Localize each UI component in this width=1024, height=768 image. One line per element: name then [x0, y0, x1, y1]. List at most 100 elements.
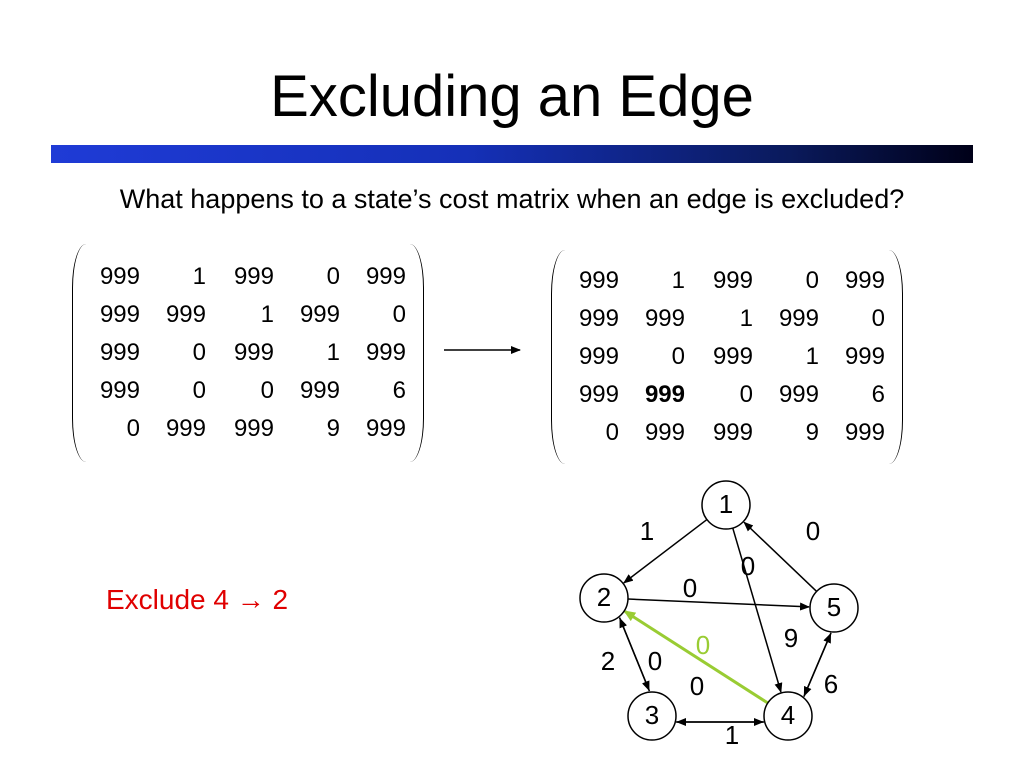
- matrix-cell: 999: [99, 377, 140, 404]
- matrix-row: 999 0 0 999 6: [88, 372, 406, 410]
- slide-subtitle: What happens to a state’s cost matrix wh…: [119, 184, 905, 214]
- matrix-row: 999 999 0 999 6: [567, 376, 885, 414]
- matrix-cell: 0: [671, 343, 685, 370]
- matrix-cell: 999: [365, 263, 406, 290]
- matrix-cell: 1: [739, 305, 753, 332]
- matrix-cell: 1: [326, 339, 340, 366]
- edge-weight-label: 0: [741, 551, 755, 581]
- matrix-cell: 999: [712, 419, 753, 446]
- matrix-row: 999 1 999 0 999: [88, 258, 406, 296]
- matrix-row: 999 999 1 999 0: [567, 300, 885, 338]
- matrix-cell: 1: [805, 343, 819, 370]
- matrix-cell: 999: [99, 263, 140, 290]
- matrix-cell: 9: [805, 419, 819, 446]
- edge-weight-label: 0: [696, 630, 710, 660]
- edge-3-to-2: [619, 617, 651, 692]
- matrix-cell: 0: [326, 263, 340, 290]
- graph-node-4: [763, 691, 813, 741]
- graph-node-2: [579, 573, 629, 623]
- edge-weight-label: 6: [824, 669, 838, 699]
- matrix-cell: 999: [578, 305, 619, 332]
- matrix-cell: 999: [778, 305, 819, 332]
- matrix-cell: 999: [778, 381, 819, 408]
- node-label: 5: [827, 592, 841, 622]
- matrix-cell: 999: [844, 419, 885, 446]
- matrix-cell: 999: [644, 381, 685, 408]
- matrix-cell: 0: [392, 301, 406, 328]
- matrix-cell: 999: [844, 267, 885, 294]
- edge-weight-label: 1: [640, 516, 654, 546]
- matrix-cell: 999: [578, 381, 619, 408]
- node-label: 3: [645, 700, 659, 730]
- matrix-row: 999 1 999 0 999: [567, 262, 885, 300]
- matrix-cell: 999: [578, 267, 619, 294]
- matrix-cell: 0: [871, 305, 885, 332]
- graph-node-3: [627, 691, 677, 741]
- exclude-edge-label: Exclude 4 → 2: [106, 584, 289, 615]
- matrix-cell: 999: [365, 415, 406, 442]
- matrix-cell: 999: [712, 343, 753, 370]
- matrix-cell: 999: [578, 343, 619, 370]
- title-underline-bar: [51, 145, 973, 163]
- matrix-cell: 0: [192, 377, 206, 404]
- matrix-cell: 1: [671, 267, 685, 294]
- matrix-left-bracket: [551, 250, 565, 464]
- matrix-cell: 0: [192, 339, 206, 366]
- matrix-row: 999 999 1 999 0: [88, 296, 406, 334]
- edge-weight-label: 1: [725, 720, 739, 750]
- matrix-cell: 999: [365, 339, 406, 366]
- matrix-right-bracket: [889, 250, 903, 464]
- node-label: 2: [597, 582, 611, 612]
- matrix-cell: 6: [871, 381, 885, 408]
- matrix-cell: 999: [233, 263, 274, 290]
- matrix-cell: 999: [712, 267, 753, 294]
- matrix-cell: 999: [165, 415, 206, 442]
- graph-node-5: [809, 583, 859, 633]
- edge-4-to-5: [803, 632, 832, 697]
- node-label: 4: [781, 700, 795, 730]
- matrix-cell: 999: [165, 301, 206, 328]
- matrix-cell: 0: [605, 419, 619, 446]
- excluded-edge-4-to-2: [623, 610, 769, 705]
- cost-matrix-after: 999 1 999 0 999 999 999 1 999 0 999 0 999 1 999 999 999 0…: [551, 250, 903, 464]
- matrix-cell: 999: [99, 301, 140, 328]
- edge-weight-label: 9: [784, 623, 798, 653]
- matrix-cell: 999: [844, 343, 885, 370]
- matrix-cell: 999: [233, 339, 274, 366]
- matrix-cell: 999: [644, 419, 685, 446]
- matrix-cell: 999: [644, 305, 685, 332]
- edge-5-to-1: [743, 521, 818, 592]
- edge-weight-label: 0: [806, 516, 820, 546]
- matrix-right-bracket: [410, 244, 424, 462]
- matrix-table: 999 1 999 0 999 999 999 1 999 0 999 0 999 1 999 999 999 0…: [567, 262, 885, 452]
- edge-1-to-4: [732, 527, 783, 693]
- slide-title: Excluding an Edge: [270, 64, 754, 129]
- matrix-cell: 999: [233, 415, 274, 442]
- matrix-cell: 999: [299, 377, 340, 404]
- matrix-cell: 6: [392, 377, 406, 404]
- matrix-row: 999 0 999 1 999: [88, 334, 406, 372]
- matrix-cell: 0: [805, 267, 819, 294]
- graph-node-1: [701, 480, 751, 530]
- matrix-cell: 0: [739, 381, 753, 408]
- matrix-cell: 0: [260, 377, 274, 404]
- matrix-cell: 9: [326, 415, 340, 442]
- matrix-cell: 999: [299, 301, 340, 328]
- edge-weight-label: 0: [648, 646, 662, 676]
- matrix-left-bracket: [72, 244, 86, 462]
- edge-weight-label: 0: [683, 573, 697, 603]
- edge-weight-label: 2: [601, 646, 615, 676]
- matrix-cell: 1: [260, 301, 274, 328]
- edge-1-to-2: [623, 518, 708, 584]
- matrix-cell: 999: [99, 339, 140, 366]
- node-label: 1: [719, 489, 733, 519]
- edge-weight-label: 0: [690, 671, 704, 701]
- matrix-cell: 0: [126, 415, 140, 442]
- matrix-cell: 1: [192, 263, 206, 290]
- matrix-row: 999 0 999 1 999: [567, 338, 885, 376]
